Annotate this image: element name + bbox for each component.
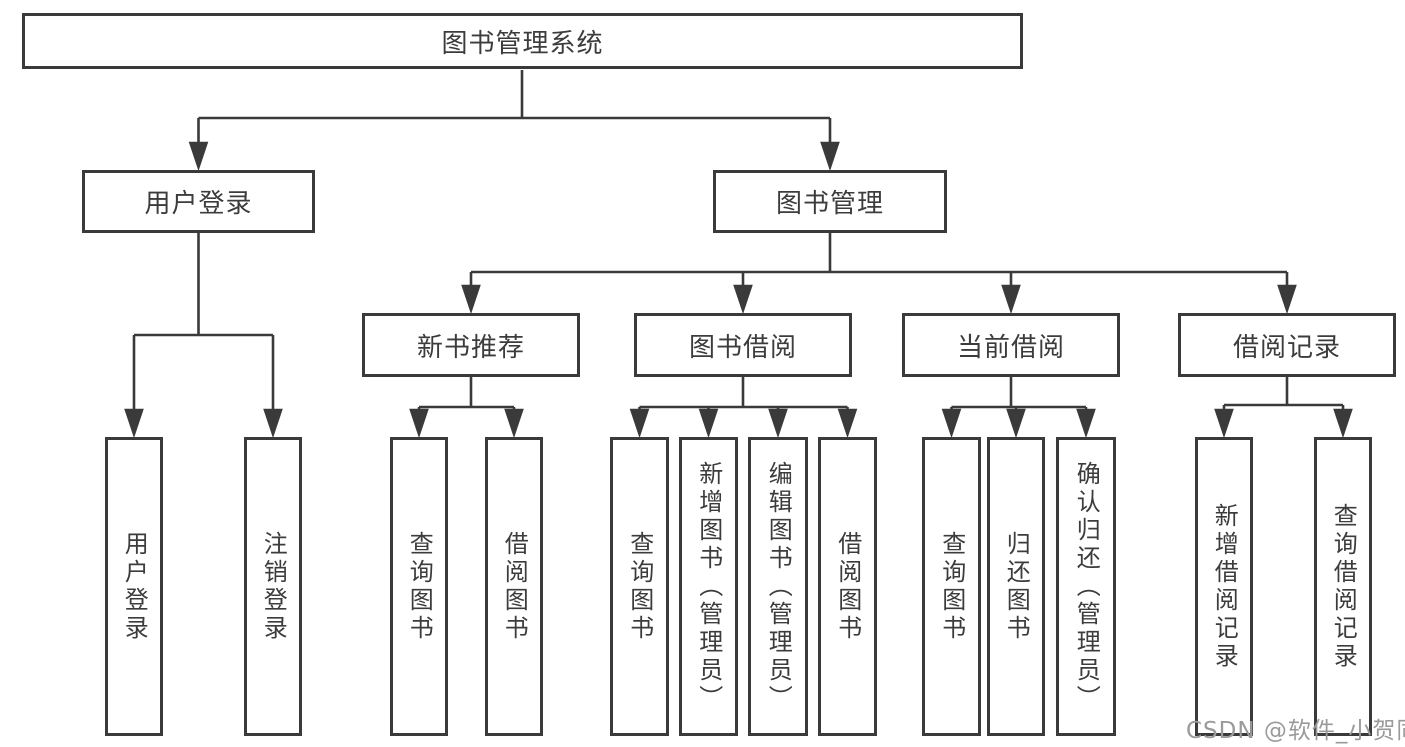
edges-book-borrowing-to-leaves (629, 377, 858, 439)
leaf-records-add-borrow-record: 新增借阅记录 (1195, 437, 1253, 736)
edges-book-management-to-level3 (461, 233, 1297, 315)
leaf-current-confirm-return-admin: 确认归还（管理员） (1056, 437, 1116, 736)
leaf-logout: 注销登录 (244, 437, 302, 736)
leaf-newbook-query-books: 查询图书 (390, 437, 448, 736)
edges-new-book-recommendation-to-leaves (409, 377, 524, 439)
node-new-book-recommendation: 新书推荐 (362, 313, 580, 377)
arrowhead-book-borrowing (733, 284, 753, 315)
node-current-borrowing: 当前借阅 (902, 313, 1120, 377)
arrowhead-book-management (820, 141, 840, 172)
arrowhead-borrowing-records (1277, 284, 1297, 315)
csdn-watermark: CSDN @软件_小贺同学 (1186, 718, 1405, 744)
arrowhead-leaf-user-login (124, 408, 144, 439)
leaf-user-login: 用户登录 (105, 437, 163, 736)
leaf-current-query-books: 查询图书 (922, 437, 981, 736)
arrowhead-leaf-logout (263, 408, 283, 439)
node-book-management: 图书管理 (713, 170, 947, 233)
edges-root-to-level2 (188, 70, 840, 172)
leaf-borrowing-edit-books-admin: 编辑图书（管理员） (748, 437, 808, 736)
leaf-newbook-borrow-books: 借阅图书 (485, 437, 543, 736)
arrowhead-user-login (188, 141, 209, 172)
edges-user-login-to-leaves (124, 233, 283, 439)
node-borrowing-records: 借阅记录 (1178, 313, 1396, 377)
leaf-borrowing-borrow-books: 借阅图书 (818, 437, 877, 736)
leaf-current-return-books: 归还图书 (987, 437, 1045, 736)
node-book-borrowing: 图书借阅 (634, 313, 852, 377)
leaf-records-query-borrow-record: 查询借阅记录 (1314, 437, 1372, 736)
node-root: 图书管理系统 (22, 13, 1023, 69)
arrowhead-current-borrowing (1001, 284, 1021, 315)
node-user-login: 用户登录 (82, 170, 315, 233)
leaf-borrowing-add-books-admin: 新增图书（管理员） (679, 437, 738, 736)
leaf-borrowing-query-books: 查询图书 (610, 437, 669, 736)
arrowhead-new-book-recommendation (461, 284, 481, 315)
edges-current-borrowing-to-leaves (941, 377, 1096, 439)
edges-borrowing-records-to-leaves (1214, 377, 1353, 439)
